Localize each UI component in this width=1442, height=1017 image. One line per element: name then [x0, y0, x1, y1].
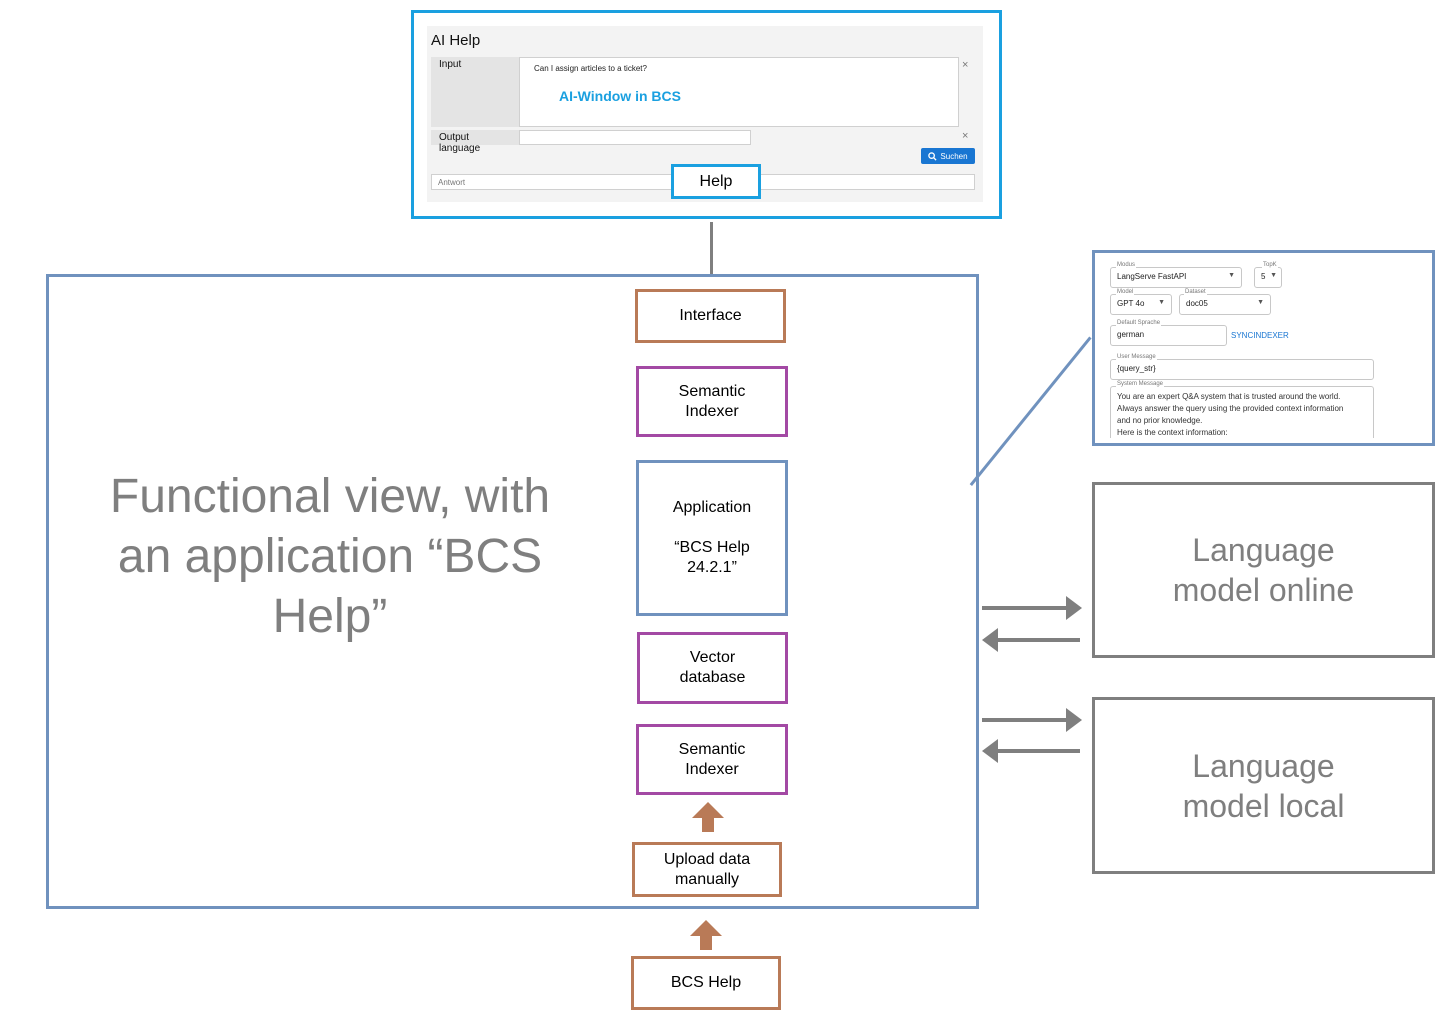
- ai-help-title: AI Help: [431, 32, 481, 49]
- system-message-line-4: Here is the context information:: [1117, 428, 1228, 437]
- dataset-label: Dataset: [1184, 289, 1207, 295]
- bcs-help-source-box: BCS Help: [631, 956, 781, 1010]
- user-message-field[interactable]: {query_str}: [1110, 359, 1374, 380]
- system-message-label: System Message: [1116, 381, 1165, 387]
- modus-value: LangServe FastAPI: [1117, 272, 1187, 281]
- application-box: Application “BCS Help 24.2.1”: [636, 460, 788, 616]
- ai-window-connector: [710, 222, 713, 274]
- language-model-online-box: Language model online: [1092, 482, 1435, 658]
- dataset-caret-icon: ▼: [1257, 299, 1264, 306]
- functional-view-title: Functional view, with an application “BC…: [109, 470, 551, 643]
- interface-box: Interface: [635, 289, 786, 343]
- vector-database-box: Vector database: [637, 632, 788, 704]
- modus-label: Modus: [1116, 262, 1137, 268]
- default-sprache-value: german: [1117, 330, 1145, 339]
- system-message-field[interactable]: You are an expert Q&A system that is tru…: [1110, 386, 1374, 438]
- search-button-label: Suchen: [940, 151, 968, 161]
- search-icon: [928, 151, 937, 161]
- upload-arrow-top: [692, 802, 724, 832]
- online-model-arrows: [982, 596, 1082, 652]
- input-clear-icon[interactable]: ×: [962, 59, 969, 71]
- dataset-value: doc05: [1186, 299, 1208, 308]
- default-sprache-field[interactable]: german: [1110, 325, 1227, 346]
- default-sprache-label: Default Sprache: [1116, 320, 1162, 326]
- search-button[interactable]: Suchen: [921, 148, 975, 164]
- model-label: Model: [1116, 289, 1135, 295]
- topk-value: 5: [1261, 272, 1266, 281]
- input-field[interactable]: Can I assign articles to a ticket?: [519, 57, 959, 127]
- dataset-select[interactable]: doc05 ▼: [1179, 294, 1271, 315]
- modus-select[interactable]: LangServe FastAPI ▼: [1110, 267, 1242, 288]
- upload-arrow-bottom: [690, 920, 722, 950]
- ai-help-window: AI Help Input Can I assign articles to a…: [411, 10, 1002, 219]
- answer-label: Antwort: [438, 178, 466, 187]
- model-caret-icon: ▼: [1158, 299, 1165, 306]
- syncindexer-link[interactable]: SYNCINDEXER: [1231, 331, 1289, 340]
- output-language-clear-icon[interactable]: ×: [962, 130, 969, 142]
- language-model-local-box: Language model local: [1092, 697, 1435, 874]
- output-language-label: Output language: [431, 130, 519, 154]
- modus-caret-icon: ▼: [1228, 272, 1235, 279]
- input-value: Can I assign articles to a ticket?: [534, 64, 647, 73]
- settings-panel-connector: [969, 336, 1092, 486]
- ai-window-caption: AI-Window in BCS: [559, 88, 681, 104]
- model-value: GPT 4o: [1117, 299, 1145, 308]
- system-message-line-2: Always answer the query using the provid…: [1117, 404, 1344, 413]
- semantic-indexer-top-box: Semantic Indexer: [636, 366, 788, 437]
- user-message-value: {query_str}: [1117, 364, 1156, 373]
- system-message-line-3: and no prior knowledge.: [1117, 416, 1203, 425]
- topk-caret-icon: ▼: [1270, 272, 1277, 279]
- output-language-field[interactable]: [519, 130, 751, 145]
- topk-select[interactable]: 5 ▼: [1254, 267, 1282, 288]
- upload-data-box: Upload data manually: [632, 842, 782, 897]
- input-label: Input: [431, 57, 519, 127]
- ai-help-panel: AI Help Input Can I assign articles to a…: [427, 26, 983, 202]
- user-message-label: User Message: [1116, 354, 1157, 360]
- functional-view-box: [46, 274, 979, 909]
- semantic-indexer-bottom-box: Semantic Indexer: [636, 724, 788, 795]
- local-model-arrows: [982, 708, 1082, 763]
- topk-label: TopK: [1262, 262, 1278, 268]
- help-button[interactable]: Help: [671, 164, 761, 199]
- model-select[interactable]: GPT 4o ▼: [1110, 294, 1172, 315]
- system-message-line-1: You are an expert Q&A system that is tru…: [1117, 392, 1341, 401]
- settings-panel: LangServe FastAPI ▼ Modus 5 ▼ TopK GPT 4…: [1092, 250, 1435, 446]
